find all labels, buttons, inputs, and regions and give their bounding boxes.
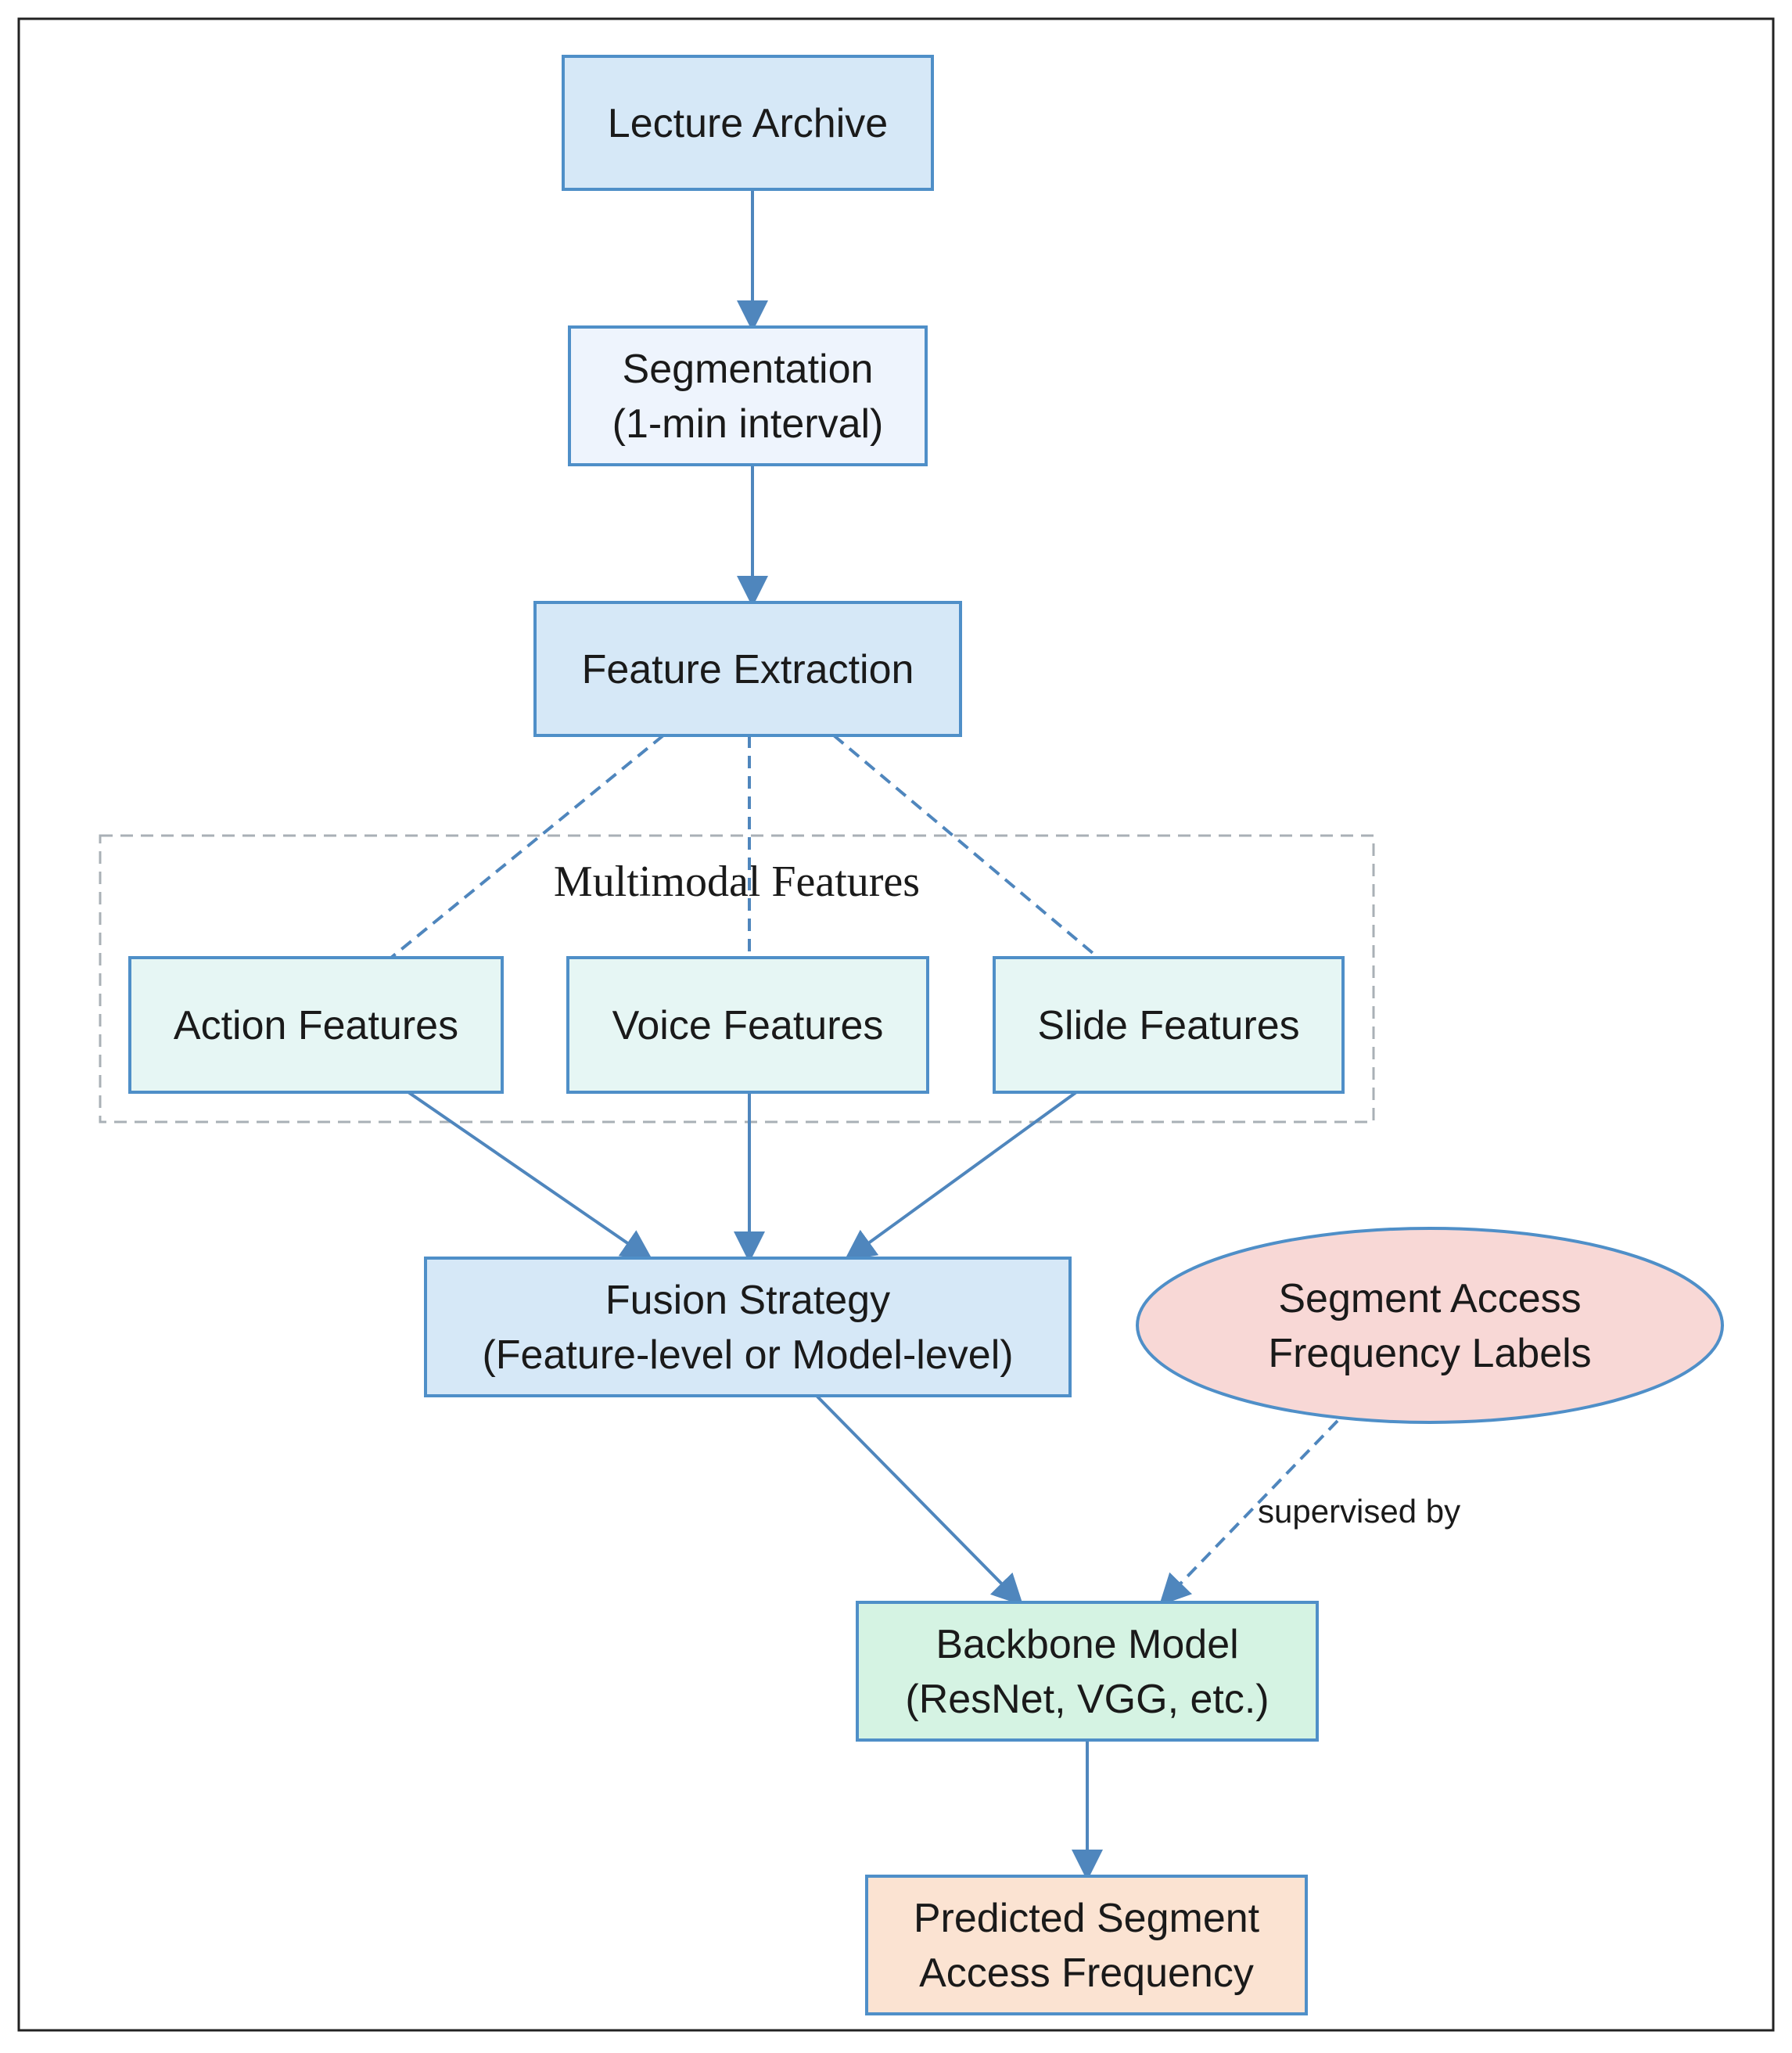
node-label-line: (Feature-level or Model-level) <box>482 1332 1013 1378</box>
node-label-line: (ResNet, VGG, etc.) <box>905 1677 1269 1722</box>
node-label-line: Slide Features <box>1037 1003 1299 1048</box>
multimodal-features-group <box>99 834 1375 1124</box>
node-slide-features: Slide Features <box>993 956 1345 1094</box>
node-action-features: Action Features <box>128 956 504 1094</box>
node-shape <box>993 956 1345 1094</box>
node-label-line: Access Frequency <box>919 1951 1254 1996</box>
node-label-line: Lecture Archive <box>608 101 888 146</box>
edge-feature-extraction-to-action-features <box>390 734 665 959</box>
node-shape <box>856 1601 1319 1742</box>
node-label-line: Backbone Model <box>936 1622 1238 1667</box>
node-label-line: Voice Features <box>612 1003 884 1048</box>
node-fusion-strategy: Fusion Strategy (Feature-level or Model-l… <box>424 1257 1072 1397</box>
node-label-line: Fusion Strategy <box>605 1278 890 1323</box>
node-shape <box>533 601 962 737</box>
node-label-line: Segmentation <box>623 347 874 392</box>
node-shape <box>424 1257 1072 1397</box>
edge-slide-features-to-fusion-strategy <box>844 1091 1078 1261</box>
node-feature-extraction: Feature Extraction <box>533 601 962 737</box>
multimodal-features-label: Multimodal Features <box>554 858 920 906</box>
node-label-line: Feature Extraction <box>582 647 914 692</box>
node-shape <box>562 55 934 191</box>
edge-feature-extraction-to-slide-features <box>832 734 1100 959</box>
node-backbone-model: Backbone Model (ResNet, VGG, etc.) <box>856 1601 1319 1742</box>
edge-label-supervised-by: supervised by <box>1258 1493 1460 1530</box>
node-voice-features: Voice Features <box>566 956 929 1094</box>
node-shape <box>1136 1227 1724 1424</box>
edge-segment-access-labels-to-backbone-model <box>1158 1419 1339 1606</box>
outer-frame <box>17 17 1775 2032</box>
node-shape <box>865 1875 1308 2015</box>
node-label-line: Frequency Labels <box>1268 1331 1591 1376</box>
node-shape <box>568 325 928 466</box>
edge-fusion-strategy-to-backbone-model <box>815 1394 1024 1606</box>
node-label-line: (1-min interval) <box>612 401 884 447</box>
edges-layer: supervised by <box>390 189 1460 1881</box>
node-shape <box>566 956 929 1094</box>
node-label-line: Predicted Segment <box>914 1896 1260 1941</box>
node-label-line: Segment Access <box>1278 1276 1581 1321</box>
node-segmentation: Segmentation (1-min interval) <box>568 325 928 466</box>
node-lecture-archive: Lecture Archive <box>562 55 934 191</box>
edge-action-features-to-fusion-strategy <box>407 1091 653 1261</box>
node-shape <box>128 956 504 1094</box>
node-label-line: Action Features <box>174 1003 458 1048</box>
